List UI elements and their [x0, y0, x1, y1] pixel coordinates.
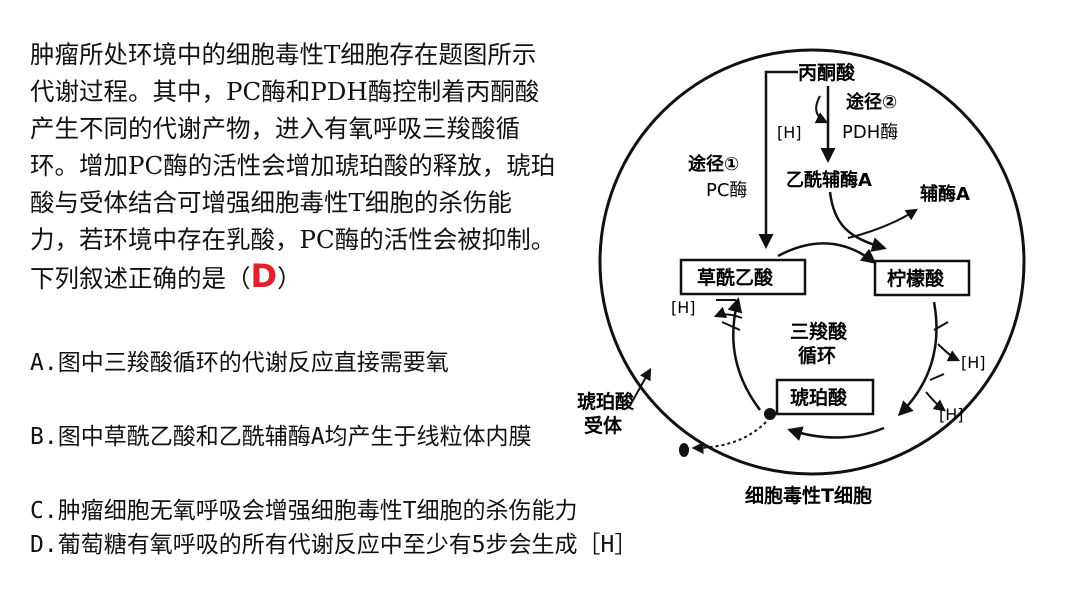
cell-label: 细胞毒性T细胞	[745, 484, 872, 507]
answer-mark: D	[250, 257, 278, 295]
pathway2-label: 途径②	[846, 91, 897, 113]
h-branch-pathway2	[814, 95, 829, 124]
t-cell-circle	[598, 48, 1026, 476]
citrate-box	[873, 259, 971, 297]
receptor-label-2: 受体	[584, 414, 623, 437]
option-d: D.葡萄糖有氧呼吸的所有代谢反应中至少有5步会生成［H］	[30, 532, 638, 558]
pathway1-label: 途径①	[688, 153, 739, 175]
option-b: B.图中草酰乙酸和乙酰辅酶A均产生于线粒体内膜	[30, 424, 532, 450]
question-stem: 肿瘤所处环境中的细胞毒性T细胞存在题图所示代谢过程。其中，PC酶和PDH酶控制着…	[30, 36, 560, 297]
cycle-arc-left	[727, 297, 761, 411]
pc-enzyme-label: PC酶	[706, 180, 747, 201]
oxaloacetate-box	[679, 258, 807, 296]
h-label-right-2: [H]	[939, 405, 964, 424]
option-c: C.肿瘤细胞无氧呼吸会增强细胞毒性T细胞的杀伤能力	[30, 498, 578, 524]
oxaloacetate-label: 草酰乙酸	[697, 266, 774, 289]
h-tick-left-1	[721, 321, 741, 331]
pdh-enzyme-label: PDH酶	[842, 122, 898, 143]
cycle-arc-right	[897, 301, 938, 417]
tca-cycle-label-2: 循环	[798, 344, 836, 367]
coa-label: 辅酶A	[920, 183, 970, 205]
citrate-label: 柠檬酸	[887, 267, 945, 290]
acetyl-to-citrate-arrow	[828, 191, 887, 252]
cycle-arc-top	[777, 242, 877, 264]
pyruvate-label: 丙酮酸	[798, 61, 856, 84]
stem-end: ）	[277, 264, 302, 293]
pathway1-arrow	[758, 70, 798, 249]
h-label-right-1: [H]	[961, 353, 986, 372]
coa-release-arrow	[847, 208, 919, 239]
option-a: A.图中三羧酸循环的代谢反应直接需要氧	[30, 350, 449, 376]
tca-cycle-label-1: 三羧酸	[790, 320, 848, 343]
stem-text: 肿瘤所处环境中的细胞毒性T细胞存在题图所示代谢过程。其中，PC酶和PDH酶控制着…	[30, 40, 556, 293]
succinate-to-receptor-dotted	[691, 421, 767, 454]
acetyl-coa-label: 乙酰辅酶A	[786, 169, 872, 191]
h-release-right-2-arrow	[925, 391, 946, 412]
h-tick-right-1	[933, 321, 949, 331]
receptor-label-1: 琥珀酸	[577, 390, 635, 413]
h-label-pathway2: [H]	[777, 123, 802, 142]
succinate-box	[775, 378, 875, 416]
succinate-receptor-dot	[679, 443, 689, 457]
receptor-pointer-arrow	[631, 367, 652, 403]
cycle-arc-bottom	[787, 426, 885, 441]
h-release-right-1-arrow	[937, 343, 961, 362]
h-label-left: [H]	[671, 298, 696, 317]
h-release-left-arrow	[713, 306, 743, 319]
h-tick-right-2	[929, 373, 945, 381]
succinate-dot	[764, 408, 776, 420]
succinate-label: 琥珀酸	[790, 386, 848, 409]
